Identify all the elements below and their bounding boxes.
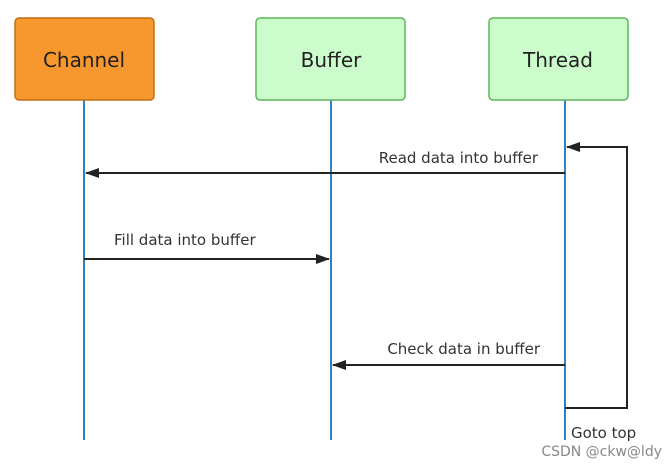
message-read-data: Read data into buffer (85, 149, 565, 178)
actor-channel-box (14, 17, 155, 101)
loop-label: Goto top (571, 424, 636, 442)
actor-thread-box (488, 17, 629, 101)
message-check-data-label: Check data in buffer (387, 340, 540, 358)
actor-thread: Thread (488, 17, 629, 101)
actor-channel: Channel (14, 17, 155, 101)
actor-channel-label: Channel (43, 48, 125, 72)
actor-buffer: Buffer (255, 17, 406, 101)
loop-goto-top: Goto top (565, 142, 636, 442)
message-read-data-label: Read data into buffer (379, 149, 539, 167)
message-fill-data: Fill data into buffer (84, 231, 330, 264)
actor-buffer-box (255, 17, 406, 101)
actor-thread-label: Thread (522, 48, 593, 72)
actor-buffer-label: Buffer (301, 48, 362, 72)
message-fill-data-label: Fill data into buffer (114, 231, 256, 249)
message-check-data: Check data in buffer (332, 340, 565, 370)
watermark: CSDN @ckw@ldy (541, 444, 662, 460)
loop-arrow (565, 142, 628, 409)
